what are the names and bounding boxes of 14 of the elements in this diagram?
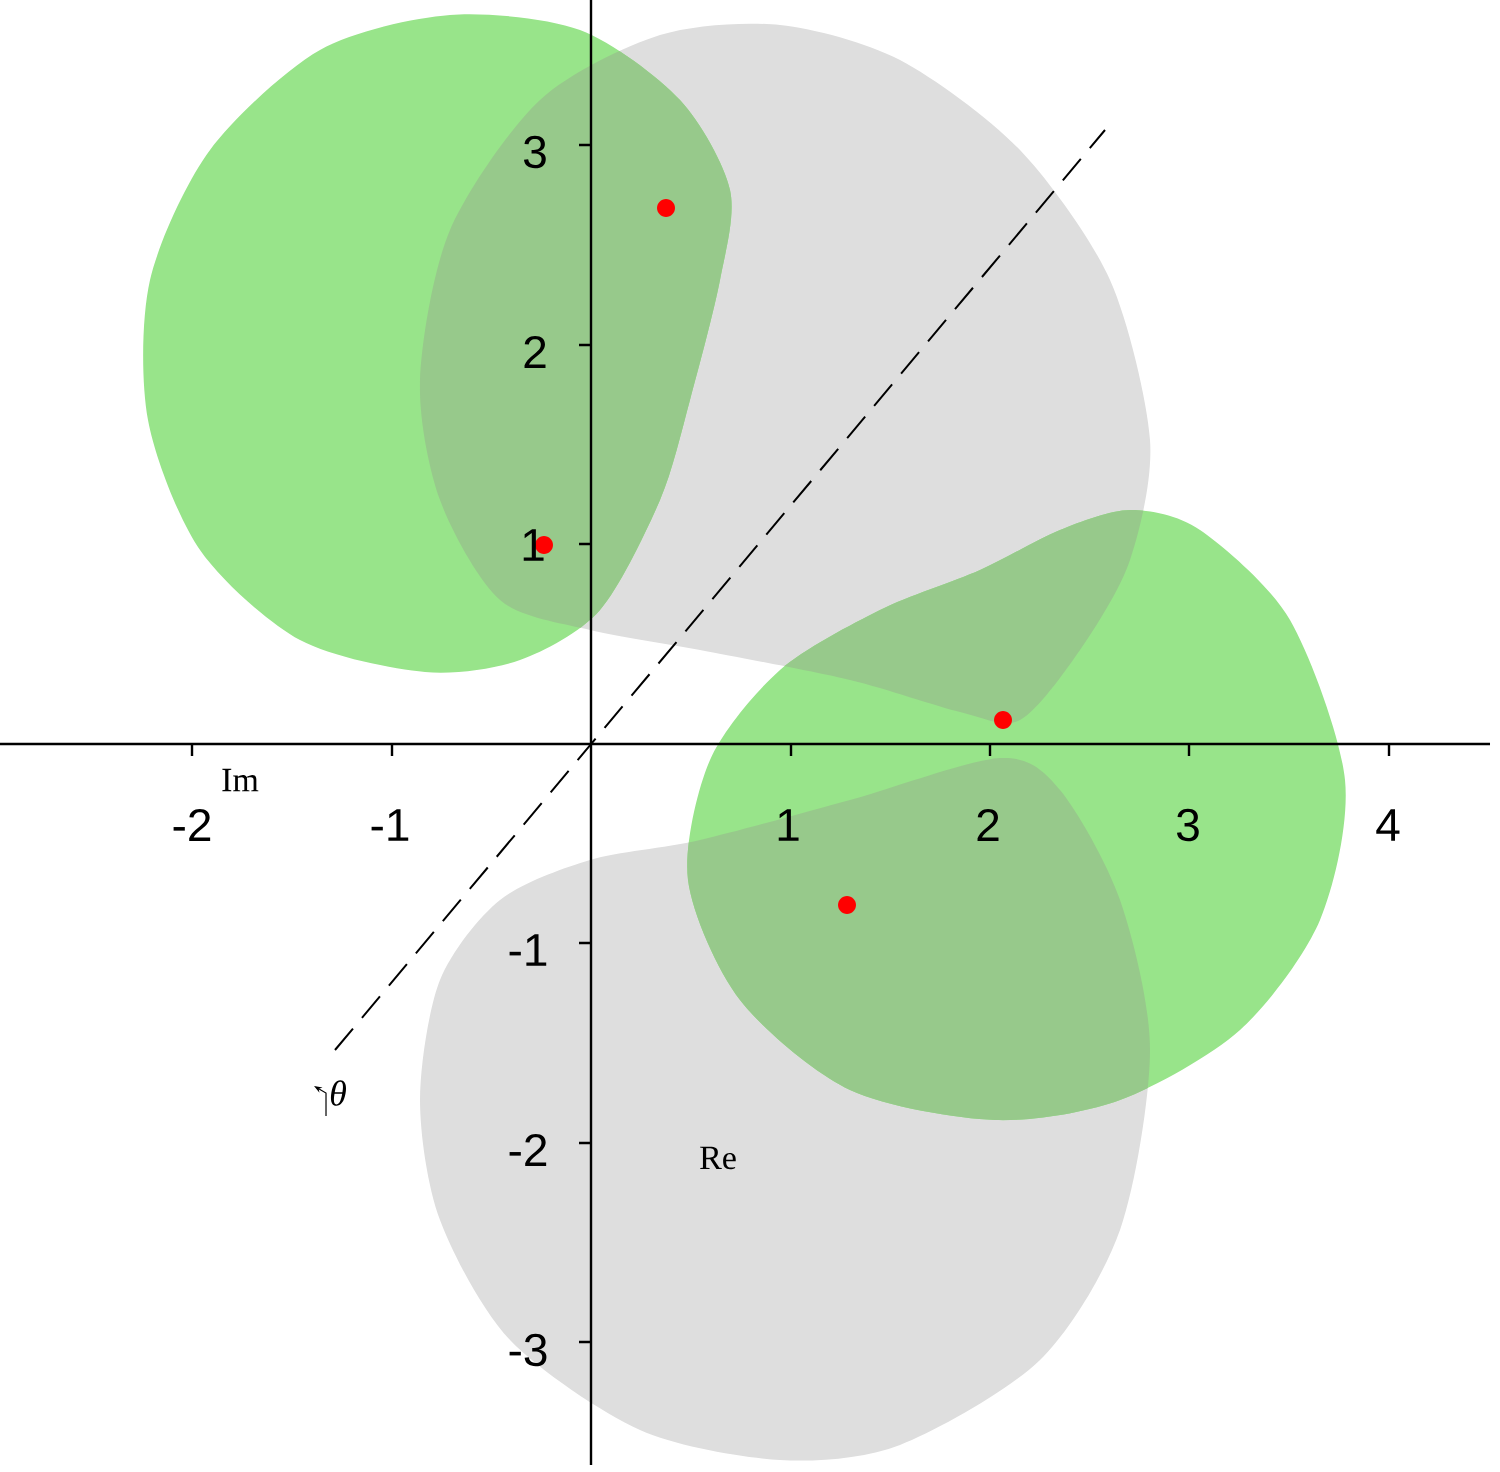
tick-label: 1 [778,809,799,841]
tick-label: -3 [509,1333,547,1367]
tick-label: -2 [173,808,211,842]
axis-label: Im [222,768,259,792]
tick-label: 2 [524,335,546,369]
tick-label: -1 [371,809,409,841]
tick-label: 4 [1376,809,1400,841]
axis-label: Re [700,1146,736,1170]
tick-label: -1 [509,934,547,966]
angle-label: θ [330,1080,346,1106]
tick-label: -2 [509,1133,547,1167]
tick-label: 3 [1176,808,1199,842]
tick-label: 2 [977,808,999,842]
tick-label: 3 [523,135,546,169]
